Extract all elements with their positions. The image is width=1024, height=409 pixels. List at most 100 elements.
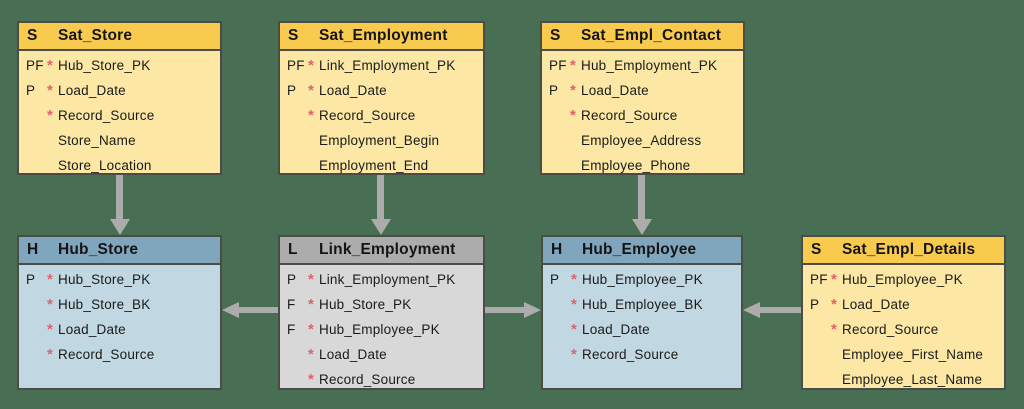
field-name: Hub_Employee_PK	[582, 272, 703, 287]
table-header: H Hub_Store	[19, 237, 220, 265]
key-label: P	[549, 83, 559, 98]
arrow-shaft	[638, 175, 645, 220]
table-title: Sat_Empl_Contact	[581, 27, 722, 44]
field-name: Load_Date	[581, 83, 649, 98]
field-row: Employee_Last_Name	[803, 367, 1004, 392]
field-name: Record_Source	[582, 347, 679, 362]
required-marker: *	[308, 296, 315, 313]
field-name: Employment_End	[319, 158, 429, 173]
required-marker: *	[571, 321, 578, 338]
field-name: Employee_Address	[581, 133, 702, 148]
table-type-letter: S	[288, 27, 299, 44]
table-link-employment: L Link_Employment P*Link_Employment_PK F…	[278, 235, 485, 390]
key-label: PF	[287, 58, 305, 73]
table-body: PF*Hub_Employment_PK P*Load_Date *Record…	[542, 51, 743, 173]
table-body: PF*Hub_Store_PK P * Load_Date * Record_Sour…	[19, 51, 220, 173]
field-name: Record_Source	[581, 108, 678, 123]
field-row: *Load_Date	[19, 317, 220, 342]
table-header: S Sat_Empl_Contact	[542, 23, 743, 51]
field-name: Load_Date	[319, 347, 387, 362]
field-name: Store_Location	[58, 158, 152, 173]
field-row: * Load_Date	[280, 342, 483, 367]
table-type-letter: S	[27, 27, 38, 44]
field-row: PF*Hub_Employment_PK	[542, 53, 743, 78]
arrow-shaft	[485, 307, 525, 313]
required-marker: *	[308, 57, 315, 74]
required-marker: *	[571, 346, 578, 363]
table-sat-empl-contact: S Sat_Empl_Contact PF*Hub_Employment_PK …	[540, 21, 745, 175]
required-marker: *	[47, 296, 54, 313]
field-name: Load_Date	[58, 83, 126, 98]
field-name: Record_Source	[842, 322, 939, 337]
table-title: Sat_Employment	[319, 27, 448, 44]
field-name: Record_Source	[58, 347, 155, 362]
field-name: Store_Name	[58, 133, 136, 148]
required-marker: *	[308, 346, 315, 363]
table-sat-store: S Sat_Store PF*Hub_Store_PK P * Load_Date …	[17, 21, 222, 175]
field-row: Store_Name	[19, 128, 220, 153]
table-sat-empl-details: S Sat_Empl_Details PF*Hub_Employee_PK P*…	[801, 235, 1006, 390]
arrow-sat-empl-contact-to-hub-employee	[632, 175, 652, 235]
field-name: Hub_Employee_BK	[582, 297, 703, 312]
table-title: Hub_Store	[58, 241, 139, 258]
required-marker: *	[831, 321, 838, 338]
table-title: Link_Employment	[319, 241, 456, 258]
field-name: Hub_Employee_PK	[842, 272, 963, 287]
field-row: * Record_Source	[280, 103, 483, 128]
field-row: P * Load_Date	[542, 78, 743, 103]
field-row: PF*Link_Employment_PK	[280, 53, 483, 78]
field-name: Employee_First_Name	[842, 347, 984, 362]
field-row: PF*Hub_Store_PK	[19, 53, 220, 78]
field-name: Hub_Employment_PK	[581, 58, 718, 73]
required-marker: *	[308, 107, 315, 124]
field-name: Record_Source	[58, 108, 155, 123]
table-hub-store: H Hub_Store P*Hub_Store_PK *Hub_Store_BK…	[17, 235, 222, 390]
field-name: Employment_Begin	[319, 133, 440, 148]
field-name: Employee_Phone	[581, 158, 691, 173]
key-label: P	[26, 83, 36, 98]
field-row: F*Hub_Store_PK	[280, 292, 483, 317]
table-body: P*Hub_Store_PK *Hub_Store_BK *Load_Date …	[19, 265, 220, 388]
field-row: * Record_Source	[543, 342, 741, 367]
field-row: Store_Location	[19, 153, 220, 178]
required-marker: *	[570, 57, 577, 74]
key-label: P	[26, 272, 36, 287]
arrow-sat-empl-details-to-hub-employee	[743, 302, 801, 318]
arrow-sat-employment-to-link-employment	[371, 175, 391, 235]
arrow-link-employment-to-hub-employee	[485, 302, 541, 318]
table-type-letter: S	[550, 27, 561, 44]
table-body: P*Hub_Employee_PK *Hub_Employee_BK *Load…	[543, 265, 741, 388]
required-marker: *	[571, 296, 578, 313]
arrow-down-head	[632, 219, 652, 235]
field-row: * Hub_Employee_BK	[543, 292, 741, 317]
field-row: P*Hub_Store_PK	[19, 267, 220, 292]
field-name: Hub_Employee_PK	[319, 322, 440, 337]
key-label: PF	[26, 58, 44, 73]
required-marker: *	[47, 107, 54, 124]
field-name: Record_Source	[319, 108, 416, 123]
arrow-shaft	[377, 175, 384, 220]
required-marker: *	[47, 346, 54, 363]
field-row: Employee_First_Name	[803, 342, 1004, 367]
key-label: P	[550, 272, 560, 287]
field-row: * Record_Source	[19, 103, 220, 128]
required-marker: *	[47, 271, 54, 288]
field-row: P*Load_Date	[803, 292, 1004, 317]
required-marker: *	[831, 296, 838, 313]
arrow-down-head	[110, 219, 130, 235]
field-name: Link_Employment_PK	[319, 272, 456, 287]
required-marker: *	[831, 271, 838, 288]
table-title: Hub_Employee	[582, 241, 697, 258]
field-row: F*Hub_Employee_PK	[280, 317, 483, 342]
field-row: Employment_Begin	[280, 128, 483, 153]
field-row: P*Load_Date	[280, 78, 483, 103]
field-row: *Hub_Store_BK	[19, 292, 220, 317]
required-marker: *	[570, 82, 577, 99]
required-marker: *	[308, 271, 315, 288]
arrow-sat-store-to-hub-store	[110, 175, 130, 235]
required-marker: *	[47, 321, 54, 338]
table-header: S Sat_Store	[19, 23, 220, 51]
field-row: P * Hub_Employee_PK	[543, 267, 741, 292]
required-marker: *	[571, 271, 578, 288]
field-name: Load_Date	[319, 83, 387, 98]
